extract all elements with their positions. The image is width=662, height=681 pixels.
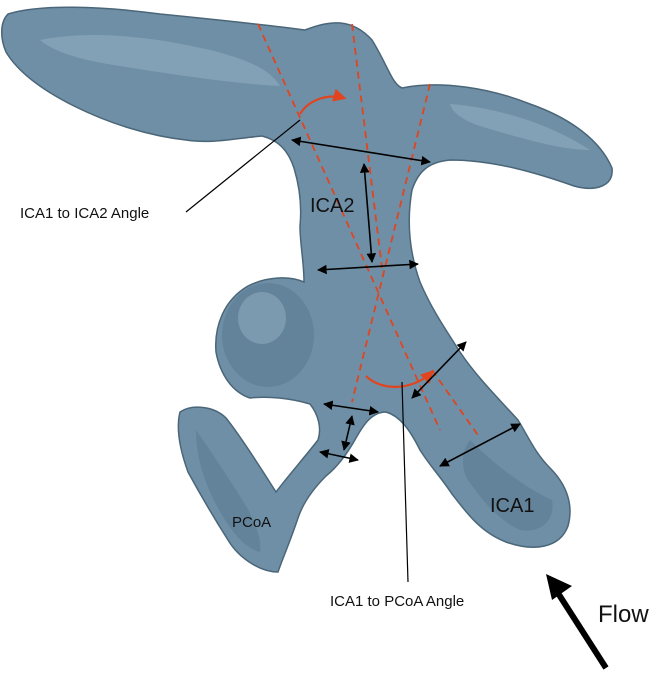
measure-pcoa-lower-diameter (319, 449, 359, 463)
ica2-label: ICA2 (310, 195, 354, 217)
pcoa-label: PCoA (232, 514, 271, 531)
flow-arrow-icon (553, 588, 609, 670)
measure-ica2-lower-diameter (317, 259, 419, 275)
centerline-ica2-left (257, 23, 441, 431)
flow-arrowhead-icon (546, 574, 572, 600)
leader-ica1-ica2-angle (185, 119, 301, 213)
measure-ica1-upper-diameter (411, 341, 467, 399)
flow-label: Flow (598, 601, 649, 628)
measurements (291, 136, 521, 467)
angle-arc-ica1-ica2 (299, 88, 347, 115)
leader-ica1-pcoa-angle (401, 381, 409, 583)
pcoa-shade (196, 430, 261, 552)
ica1-label: ICA1 (490, 495, 534, 517)
measure-ica2-upper-diameter (291, 136, 431, 166)
measure-pcoa-upper-diameter (323, 400, 379, 416)
aneurysm-sac-highlight (238, 292, 286, 344)
leader-lines (185, 119, 409, 583)
measure-pcoa-length (341, 415, 355, 451)
flow-indicator: Flow (546, 574, 649, 670)
measure-ica1-lower-diameter (439, 423, 521, 467)
measure-ica2-length (359, 163, 377, 263)
right-branch-highlight (450, 104, 590, 150)
distal-branch-highlight (40, 35, 280, 86)
angle-ica1-pcoa-label: ICA1 to PCoA Angle (330, 593, 464, 610)
angle-ica1-ica2-label: ICA1 to ICA2 Angle (20, 205, 149, 222)
aneurysm-sac-shade (222, 283, 314, 387)
vessel-model (1, 6, 613, 573)
